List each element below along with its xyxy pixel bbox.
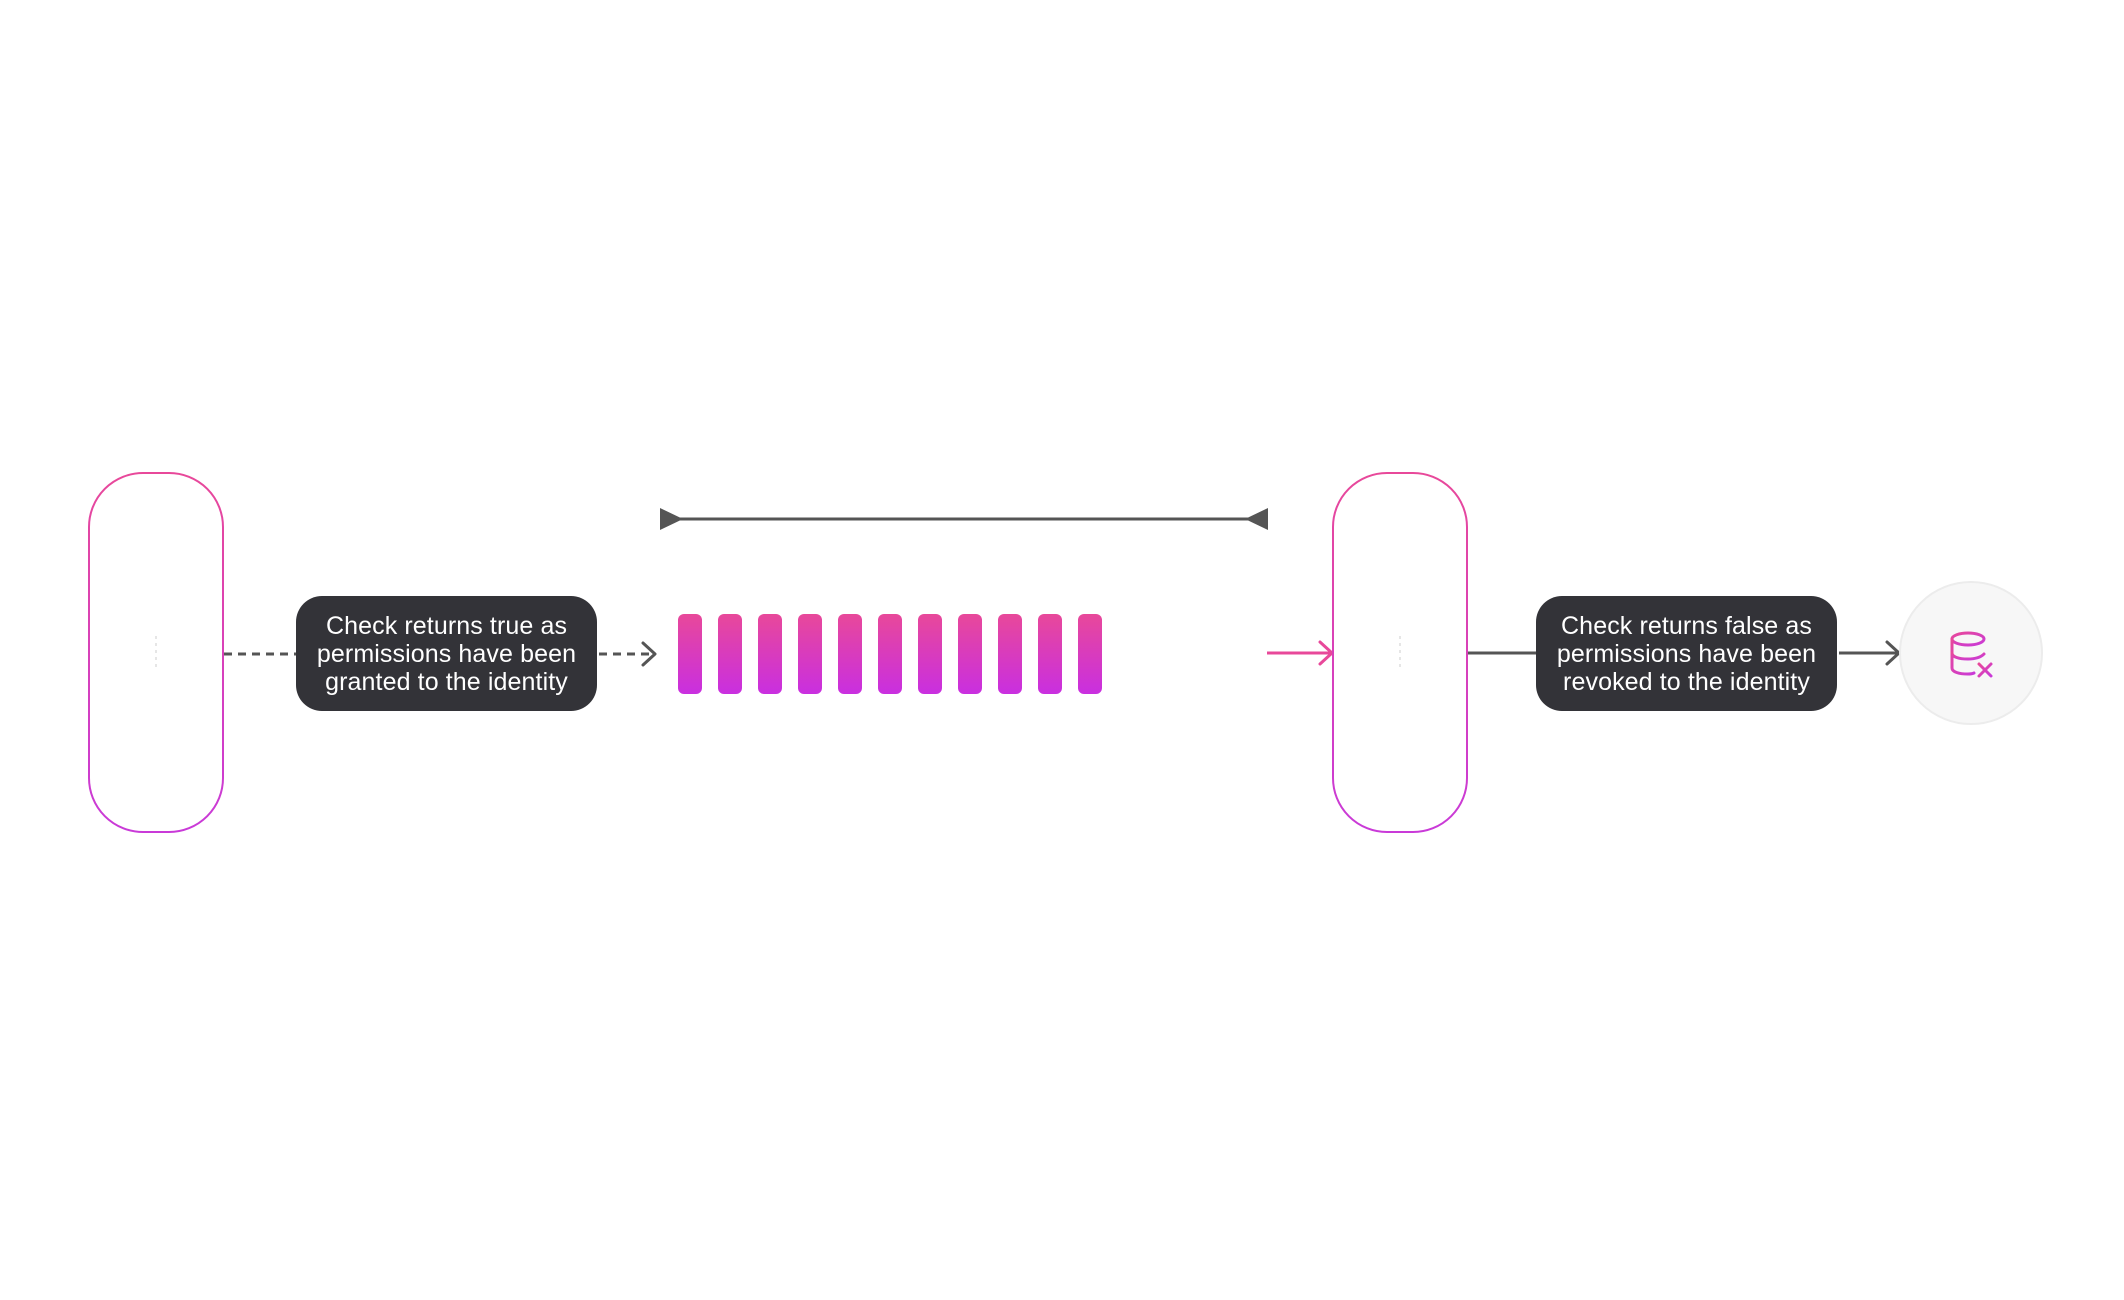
label-right-line-2: permissions have been xyxy=(1556,639,1817,668)
queue-bar xyxy=(998,614,1022,694)
queue-bar xyxy=(798,614,822,694)
queue-bar xyxy=(678,614,702,694)
dashed-arrow-head xyxy=(641,641,657,667)
label-permissions-revoked: Check returns false as permissions have … xyxy=(1536,596,1837,711)
queue-bar xyxy=(1078,614,1102,694)
queue-bar xyxy=(718,614,742,694)
label-left-line-3: granted to the identity xyxy=(325,667,568,696)
end-node xyxy=(1899,581,2043,725)
queue-bar xyxy=(758,614,782,694)
database-x-icon xyxy=(1950,631,1993,678)
span-arrow-right xyxy=(1245,508,1268,530)
label-right-line-1: Check returns false as xyxy=(1561,611,1812,640)
span-arrow-left xyxy=(660,508,683,530)
label-permissions-granted: Check returns true as permissions have b… xyxy=(296,596,597,711)
queue-bar xyxy=(958,614,982,694)
queue-bar xyxy=(1038,614,1062,694)
queue-bar xyxy=(838,614,862,694)
label-right-line-3: revoked to the identity xyxy=(1563,667,1810,696)
queue-bar xyxy=(878,614,902,694)
label-left-line-1: Check returns true as xyxy=(325,611,568,640)
label-left-line-2: permissions have been xyxy=(316,639,577,668)
message-queue xyxy=(678,614,1102,694)
queue-bar xyxy=(918,614,942,694)
